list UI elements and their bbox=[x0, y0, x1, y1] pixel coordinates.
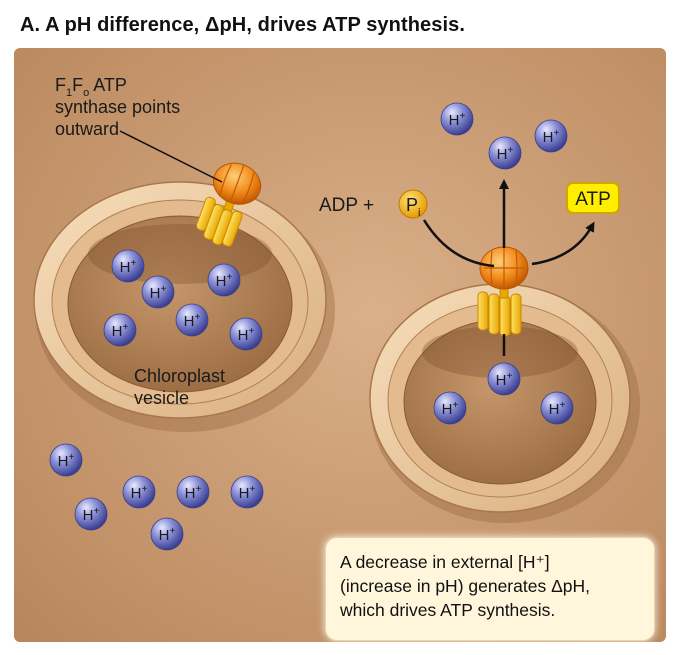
left-vesicle bbox=[33, 181, 335, 432]
proton-ion: H+ bbox=[141, 275, 175, 309]
proton-ion: H+ bbox=[74, 497, 108, 531]
proton-ion: H+ bbox=[111, 249, 145, 283]
proton-ion: H+ bbox=[122, 475, 156, 509]
callout-line1: A decrease in external [H⁺] bbox=[340, 552, 550, 572]
atp-output-arrow bbox=[531, 221, 595, 266]
proton-ion: H+ bbox=[540, 391, 574, 425]
proton-ion: H+ bbox=[175, 303, 209, 337]
vesicle-label-line1: Chloroplast bbox=[134, 366, 225, 386]
explanation-callout: A decrease in external [H⁺] (increase in… bbox=[325, 537, 655, 641]
proton-ion: H+ bbox=[207, 263, 241, 297]
proton-ion: H+ bbox=[230, 475, 264, 509]
svg-text:H+: H+ bbox=[549, 400, 566, 418]
svg-text:H+: H+ bbox=[58, 452, 75, 470]
svg-text:H+: H+ bbox=[159, 526, 176, 544]
svg-text:H+: H+ bbox=[150, 284, 167, 302]
svg-text:H+: H+ bbox=[112, 322, 129, 340]
pi-label: Pi bbox=[406, 195, 420, 219]
synthase-leader-line bbox=[119, 130, 223, 183]
proton-ion: H+ bbox=[488, 136, 522, 170]
proton-ion: H+ bbox=[534, 119, 568, 153]
svg-text:H+: H+ bbox=[543, 128, 560, 146]
synthase-label-line3: outward bbox=[55, 119, 119, 139]
svg-text:H+: H+ bbox=[120, 258, 137, 276]
atp-box bbox=[566, 182, 620, 214]
proton-ion: H+ bbox=[150, 517, 184, 551]
proton-ion: H+ bbox=[103, 313, 137, 347]
svg-text:H+: H+ bbox=[83, 506, 100, 524]
svg-text:H+: H+ bbox=[131, 484, 148, 502]
synthase-label: F1Fo ATP synthase points outward bbox=[55, 75, 180, 139]
svg-text:H+: H+ bbox=[497, 145, 514, 163]
phosphate-ball bbox=[398, 189, 428, 219]
proton-ion: H+ bbox=[176, 475, 210, 509]
synthase-label-line2: synthase points bbox=[55, 97, 180, 117]
proton-ion: H+ bbox=[433, 391, 467, 425]
svg-text:H+: H+ bbox=[216, 272, 233, 290]
svg-text:H+: H+ bbox=[185, 484, 202, 502]
vesicle-label-line2: vesicle bbox=[134, 388, 189, 408]
callout-line2: (increase in pH) generates ΔpH, bbox=[340, 576, 590, 596]
svg-text:H+: H+ bbox=[239, 484, 256, 502]
synthase-label-line1: F1Fo ATP bbox=[55, 75, 127, 99]
left-atp-synthase bbox=[196, 162, 262, 247]
svg-text:H+: H+ bbox=[442, 400, 459, 418]
proton-group: H+ H+ H+ H+ H+ H+ H+ H+ H+ H+ H+ H+ H+ H… bbox=[49, 102, 574, 551]
proton-ion: H+ bbox=[440, 102, 474, 136]
proton-ion: H+ bbox=[49, 443, 83, 477]
proton-ion: H+ bbox=[487, 362, 521, 396]
svg-text:H+: H+ bbox=[184, 312, 201, 330]
svg-text:H+: H+ bbox=[238, 326, 255, 344]
adp-input-curve bbox=[422, 219, 495, 268]
right-atp-synthase bbox=[477, 246, 529, 337]
svg-text:H+: H+ bbox=[449, 111, 466, 129]
proton-ion: H+ bbox=[229, 317, 263, 351]
figure-title: A. A pH difference, ΔpH, drives ATP synt… bbox=[20, 14, 466, 36]
atp-label: ATP bbox=[575, 189, 611, 210]
svg-text:H+: H+ bbox=[496, 371, 513, 389]
reaction-arrows bbox=[422, 179, 595, 356]
callout-line3: which drives ATP synthesis. bbox=[340, 600, 556, 620]
adp-label: ADP + bbox=[319, 195, 374, 216]
